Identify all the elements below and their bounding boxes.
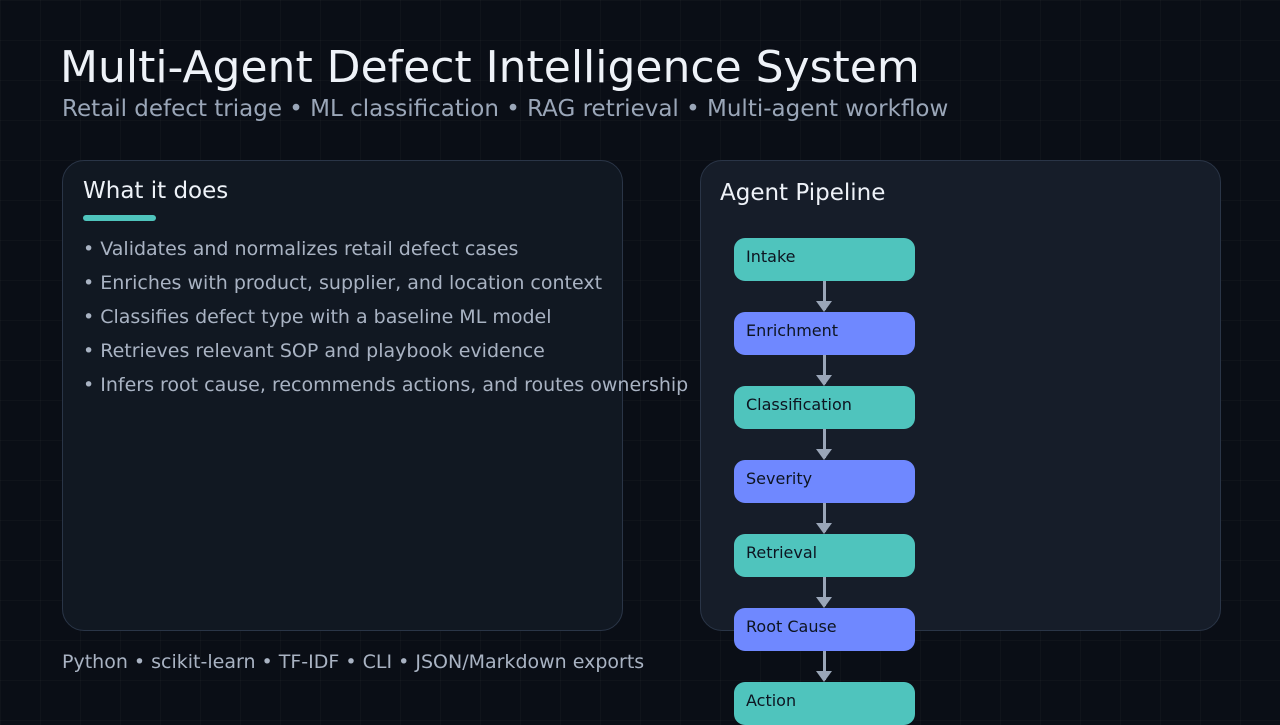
list-item: • Infers root cause, recommends actions,… xyxy=(83,374,689,396)
pipeline-stage: Action xyxy=(734,682,915,725)
heading-accent-bar xyxy=(83,215,156,221)
card-heading: Agent Pipeline xyxy=(720,180,886,206)
pipeline-stage: Classification xyxy=(734,386,915,429)
arrow-down-icon xyxy=(816,355,832,386)
list-item: • Enriches with product, supplier, and l… xyxy=(83,272,603,294)
what-it-does-card: What it does • Validates and normalizes … xyxy=(62,160,688,631)
tech-stack-footer: Python • scikit-learn • TF-IDF • CLI • J… xyxy=(62,651,645,673)
page-title: Multi-Agent Defect Intelligence System xyxy=(60,42,920,93)
arrow-down-icon xyxy=(816,651,832,682)
pipeline-stage: Intake xyxy=(734,238,915,281)
list-item: • Retrieves relevant SOP and playbook ev… xyxy=(83,340,545,362)
page-subtitle: Retail defect triage • ML classification… xyxy=(62,96,949,122)
arrow-down-icon xyxy=(816,503,832,534)
arrow-down-icon xyxy=(816,577,832,608)
arrow-down-icon xyxy=(816,281,832,312)
pipeline-stage: Retrieval xyxy=(734,534,915,577)
list-item: • Classifies defect type with a baseline… xyxy=(83,306,552,328)
pipeline-stage: Root Cause xyxy=(734,608,915,651)
card-heading: What it does xyxy=(83,178,229,204)
pipeline-stage: Severity xyxy=(734,460,915,503)
arrow-down-icon xyxy=(816,429,832,460)
feature-list: • Validates and normalizes retail defect… xyxy=(83,238,688,408)
pipeline-stage: Enrichment xyxy=(734,312,915,355)
list-item: • Validates and normalizes retail defect… xyxy=(83,238,519,260)
